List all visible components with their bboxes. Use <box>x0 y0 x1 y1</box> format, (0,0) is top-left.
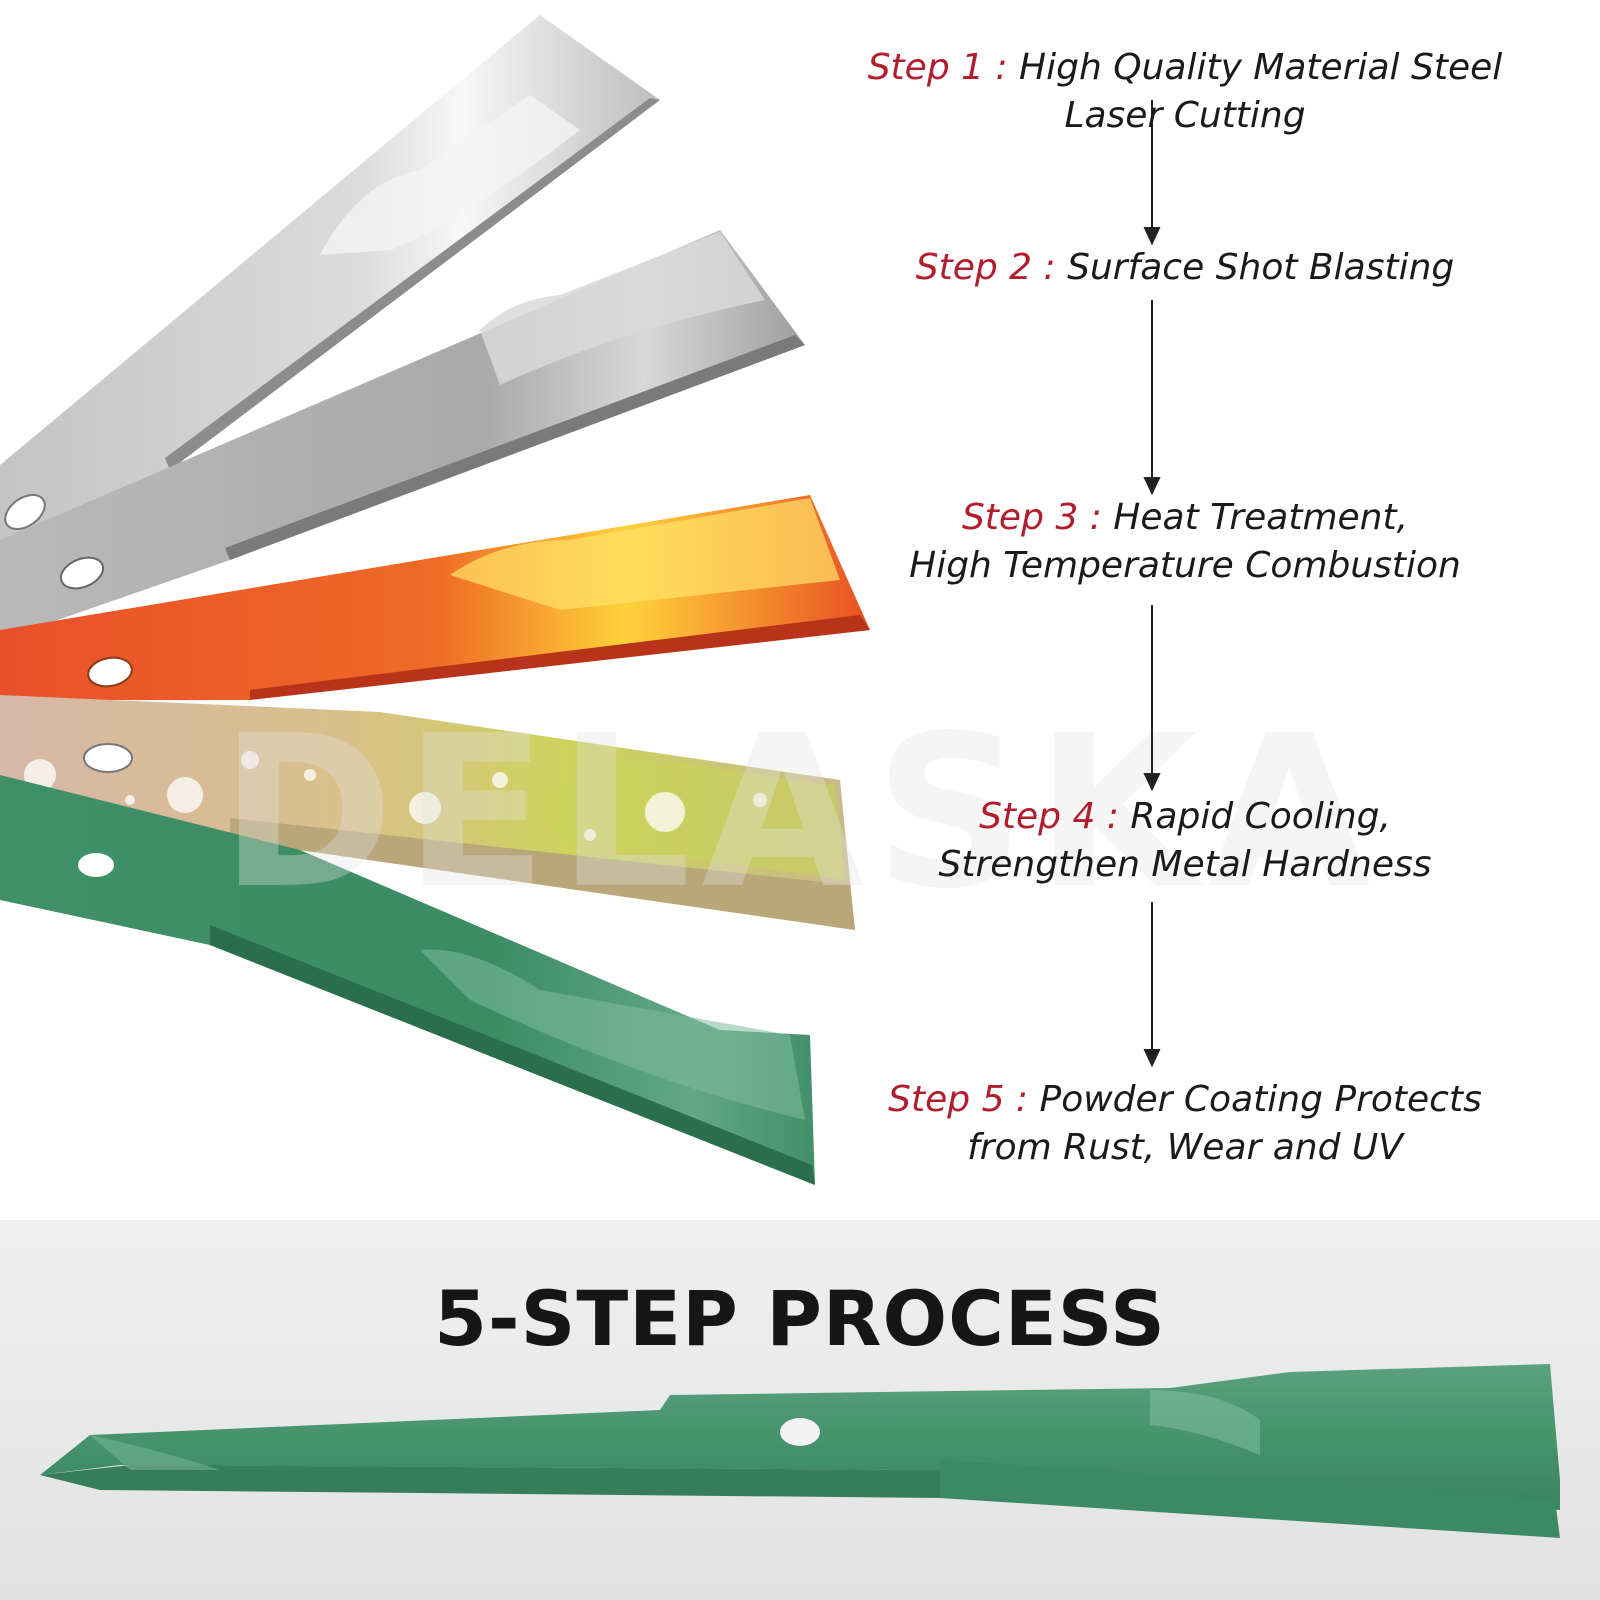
step-3: Step 3 : Heat Treatment, High Temperatur… <box>830 494 1540 590</box>
step-5-text-line2: from Rust, Wear and UV <box>967 1127 1403 1168</box>
step-5-label: Step 5 : <box>888 1079 1029 1120</box>
arrow-step3-to-step4 <box>1143 605 1161 792</box>
arrow-step2-to-step3 <box>1143 300 1161 496</box>
step-4-label: Step 4 : <box>979 796 1119 837</box>
step-2-text: Surface Shot Blasting <box>1067 247 1455 288</box>
step-3-text-line1: Heat Treatment, <box>1113 497 1409 538</box>
blade-heat-treated <box>0 495 870 700</box>
step-3-label: Step 3 : <box>961 497 1102 538</box>
step-2-label: Step 2 : <box>915 247 1056 288</box>
blade-powder-coated <box>0 775 815 1185</box>
blade-steel-laser-cut <box>0 15 660 545</box>
page-title: 5-STEP PROCESS <box>434 1274 1166 1363</box>
step-2: Step 2 : Surface Shot Blasting <box>830 244 1540 292</box>
step-4-text-line2: Strengthen Metal Hardness <box>938 844 1432 885</box>
step-4-text-line1: Rapid Cooling, <box>1130 796 1391 837</box>
step-1: Step 1 : High Quality Material Steel Las… <box>830 44 1540 140</box>
blade-rapid-cooling <box>0 695 855 930</box>
step-1-text: High Quality Material Steel Laser Cuttin… <box>1019 47 1503 136</box>
step-3-text-line2: High Temperature Combustion <box>909 545 1461 586</box>
step-5: Step 5 : Powder Coating Protects from Ru… <box>830 1076 1540 1172</box>
step-1-label: Step 1 : <box>867 47 1008 88</box>
step-5-text-line1: Powder Coating Protects <box>1039 1079 1482 1120</box>
blade-shot-blasted <box>0 230 805 640</box>
arrow-step4-to-step5 <box>1143 902 1161 1068</box>
finished-blade-illustration <box>40 1364 1560 1538</box>
blade-fan-illustration <box>0 15 870 1185</box>
step-4: Step 4 : Rapid Cooling, Strengthen Metal… <box>830 793 1540 889</box>
